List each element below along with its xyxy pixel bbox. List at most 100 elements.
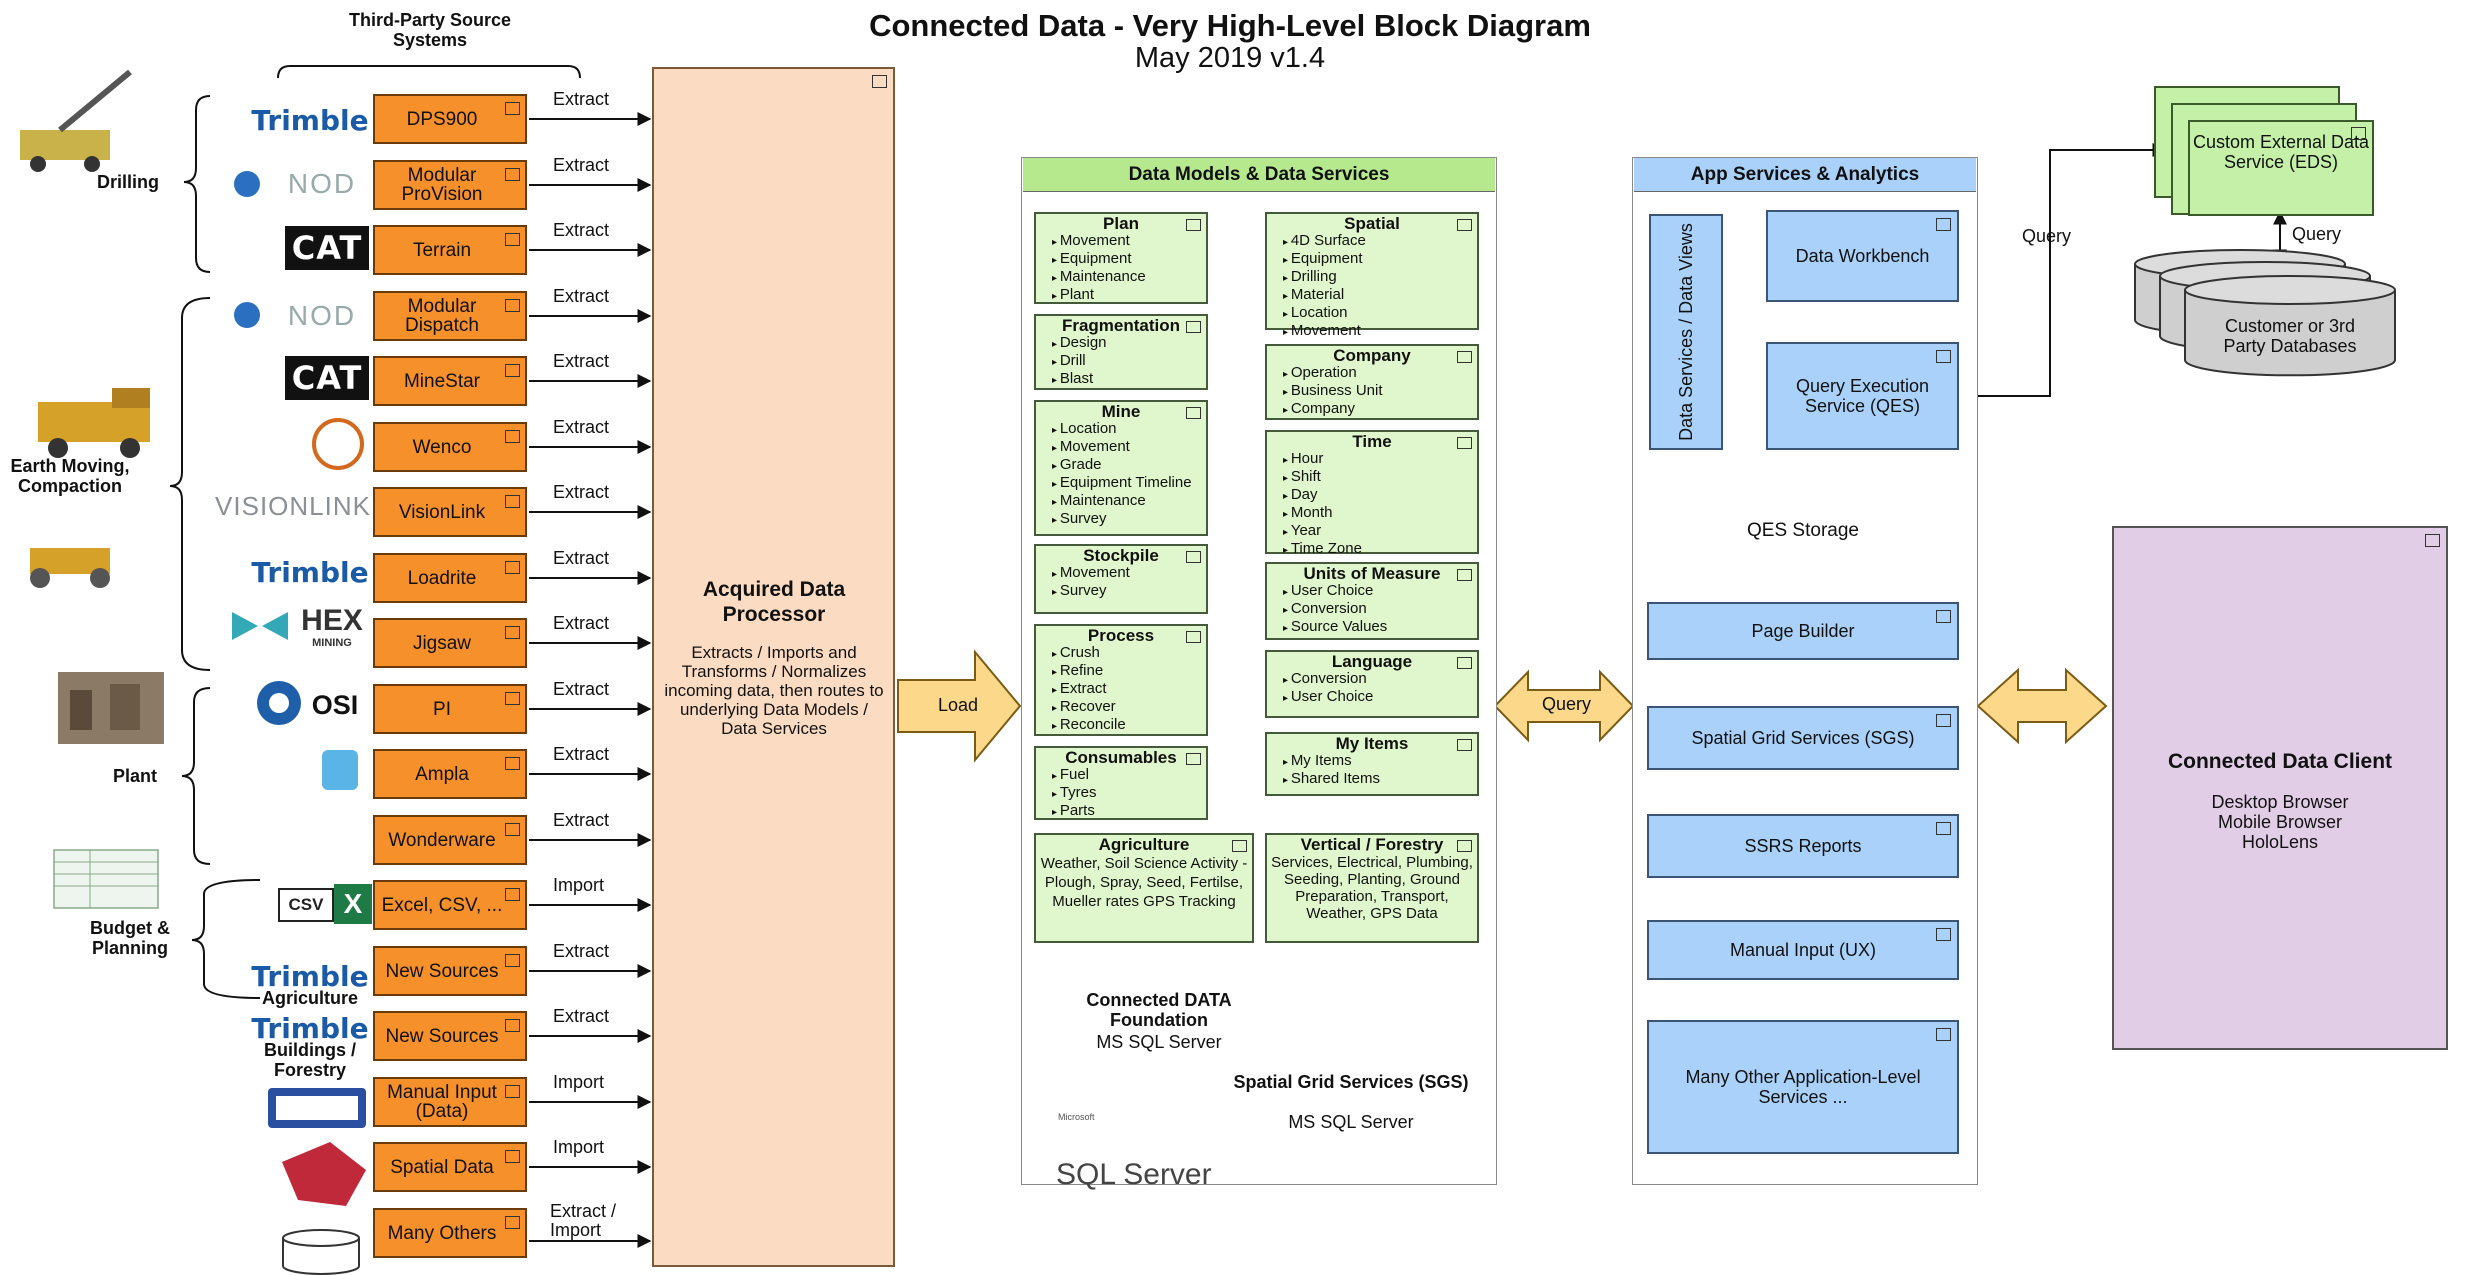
source-box[interactable]: Manual Input (Data)	[373, 1077, 527, 1127]
model-consumables[interactable]: ConsumablesFuelTyresParts	[1034, 746, 1208, 820]
source-box[interactable]: Wenco	[373, 422, 527, 472]
model-item: Location	[1052, 421, 1202, 439]
eds-box[interactable]: Custom External Data Service (EDS)	[2188, 120, 2374, 216]
source-label: Loadrite	[407, 567, 477, 589]
app-service-label: SSRS Reports	[1744, 836, 1862, 856]
source-box[interactable]: Terrain	[373, 225, 527, 275]
source-box[interactable]: DPS900	[373, 94, 527, 144]
component-icon	[1186, 753, 1201, 765]
source-box[interactable]: Excel, CSV, ...	[373, 880, 527, 930]
source-box[interactable]: Modular ProVision	[373, 160, 527, 210]
component-icon	[505, 364, 520, 377]
source-box[interactable]: MineStar	[373, 356, 527, 406]
app-service-box[interactable]: Manual Input (UX)	[1647, 920, 1959, 980]
source-label: MineStar	[403, 370, 481, 392]
model-title: Vertical / Forestry	[1300, 835, 1444, 854]
component-icon	[505, 102, 520, 115]
component-icon	[1936, 714, 1951, 727]
model-title: Units of Measure	[1303, 564, 1441, 583]
trimble-logo-2: Trimble	[251, 555, 369, 589]
source-label: Ampla	[415, 763, 469, 785]
compactor-icon	[30, 548, 110, 588]
query-arrow-label: Query	[1542, 694, 1592, 714]
client-title: Connected Data Client	[2167, 750, 2393, 773]
model-units-of-measure[interactable]: Units of MeasureUser ChoiceConversionSou…	[1265, 562, 1479, 640]
diagram-title: Connected Data - Very High-Level Block D…	[869, 8, 1591, 43]
component-icon	[1936, 610, 1951, 623]
component-icon	[1186, 551, 1201, 563]
model-language[interactable]: LanguageConversionUser Choice	[1265, 650, 1479, 718]
source-box[interactable]: Spatial Data	[373, 1142, 527, 1192]
source-action-label: Extract	[553, 417, 610, 437]
model-plan[interactable]: PlanMovementEquipmentMaintenancePlant	[1034, 212, 1208, 304]
source-box[interactable]: Many Others	[373, 1208, 527, 1258]
bracket-budget	[191, 879, 261, 999]
app-service-box[interactable]: Page Builder	[1647, 602, 1959, 660]
app-service-label: Many Other Application-Level Services ..…	[1685, 1067, 1921, 1107]
model-spatial[interactable]: Spatial4D SurfaceEquipmentDrillingMateri…	[1265, 212, 1479, 339]
model-item: 4D Surface	[1283, 233, 1473, 251]
source-box[interactable]: Jigsaw	[373, 618, 527, 668]
model-my-items[interactable]: My ItemsMy ItemsShared Items	[1265, 732, 1479, 796]
component-icon	[1232, 840, 1247, 852]
model-item: Month	[1283, 505, 1473, 523]
source-action-label: Extract	[553, 155, 610, 175]
component-icon	[505, 888, 520, 901]
source-box[interactable]: VisionLink	[373, 487, 527, 537]
model-item-list: DesignDrillBlast	[1052, 335, 1202, 389]
source-box[interactable]: New Sources	[373, 946, 527, 996]
app-service-box[interactable]: Many Other Application-Level Services ..…	[1647, 1020, 1959, 1154]
source-label: Many Others	[387, 1222, 497, 1244]
model-fragmentation[interactable]: FragmentationDesignDrillBlast	[1034, 314, 1208, 390]
component-icon	[505, 299, 520, 312]
source-box[interactable]: Wonderware	[373, 815, 527, 865]
nod-logo-1: NOD	[287, 168, 357, 199]
qes-box[interactable]: Query Execution Service (QES)	[1766, 342, 1959, 450]
query-label-2: Query	[2292, 224, 2342, 244]
model-time[interactable]: TimeHourShiftDayMonthYearTime Zone	[1265, 430, 1479, 557]
query-label-1: Query	[2022, 226, 2072, 246]
source-box[interactable]: Modular Dispatch	[373, 291, 527, 341]
app-service-box[interactable]: Spatial Grid Services (SGS)	[1647, 706, 1959, 770]
source-box[interactable]: Loadrite	[373, 553, 527, 603]
eds-label: Custom External Data Service (EDS)	[2192, 132, 2370, 172]
component-icon	[1457, 569, 1472, 581]
model-mine[interactable]: MineLocationMovementGradeEquipment Timel…	[1034, 400, 1208, 536]
model-item: Grade	[1052, 457, 1202, 475]
model-item: Movement	[1052, 439, 1202, 457]
model-company[interactable]: CompanyOperationBusiness UnitCompany	[1265, 344, 1479, 420]
model-item: Business Unit	[1283, 383, 1473, 401]
source-box[interactable]: New Sources	[373, 1011, 527, 1061]
component-icon	[505, 823, 520, 836]
model-vertical-forestry[interactable]: Vertical / Forestry Services, Electrical…	[1265, 833, 1479, 943]
component-icon	[1186, 631, 1201, 643]
component-icon	[505, 1150, 520, 1163]
data-views-box[interactable]: Data Services / Data Views	[1649, 214, 1723, 450]
sql-server-logo: SQL Server	[1056, 1158, 1212, 1191]
source-action-label: Extract	[553, 89, 610, 109]
model-title: Language	[1331, 652, 1413, 671]
model-title: My Items	[1335, 734, 1409, 753]
source-box[interactable]: Ampla	[373, 749, 527, 799]
model-agriculture[interactable]: Agriculture Weather, Soil Science Activi…	[1034, 833, 1254, 943]
acquired-data-processor[interactable]: Acquired Data Processor Extracts / Impor…	[652, 67, 895, 1267]
model-process[interactable]: ProcessCrushRefineExtractRecoverReconcil…	[1034, 624, 1208, 736]
model-item: Movement	[1052, 565, 1202, 583]
data-workbench-box[interactable]: Data Workbench	[1766, 210, 1959, 302]
model-item: Conversion	[1283, 671, 1473, 689]
model-stockpile[interactable]: StockpileMovementSurvey	[1034, 544, 1208, 614]
source-action-label: Extract	[553, 613, 610, 633]
source-box[interactable]: PI	[373, 684, 527, 734]
model-item: Reconcile	[1052, 717, 1202, 735]
component-icon	[505, 561, 520, 574]
hex-logo-sub: MINING	[312, 637, 352, 649]
connected-data-client[interactable]	[2112, 526, 2448, 1050]
osi-logo-icon	[257, 681, 301, 725]
hex-logo-icon	[232, 612, 288, 640]
app-service-box[interactable]: SSRS Reports	[1647, 814, 1959, 878]
model-item-list: 4D SurfaceEquipmentDrillingMaterialLocat…	[1283, 233, 1473, 341]
hex-logo: HEX	[301, 604, 363, 637]
source-label: Wenco	[412, 436, 472, 458]
model-item: My Items	[1283, 753, 1473, 771]
trimble-logo-4: Trimble	[251, 1011, 369, 1045]
